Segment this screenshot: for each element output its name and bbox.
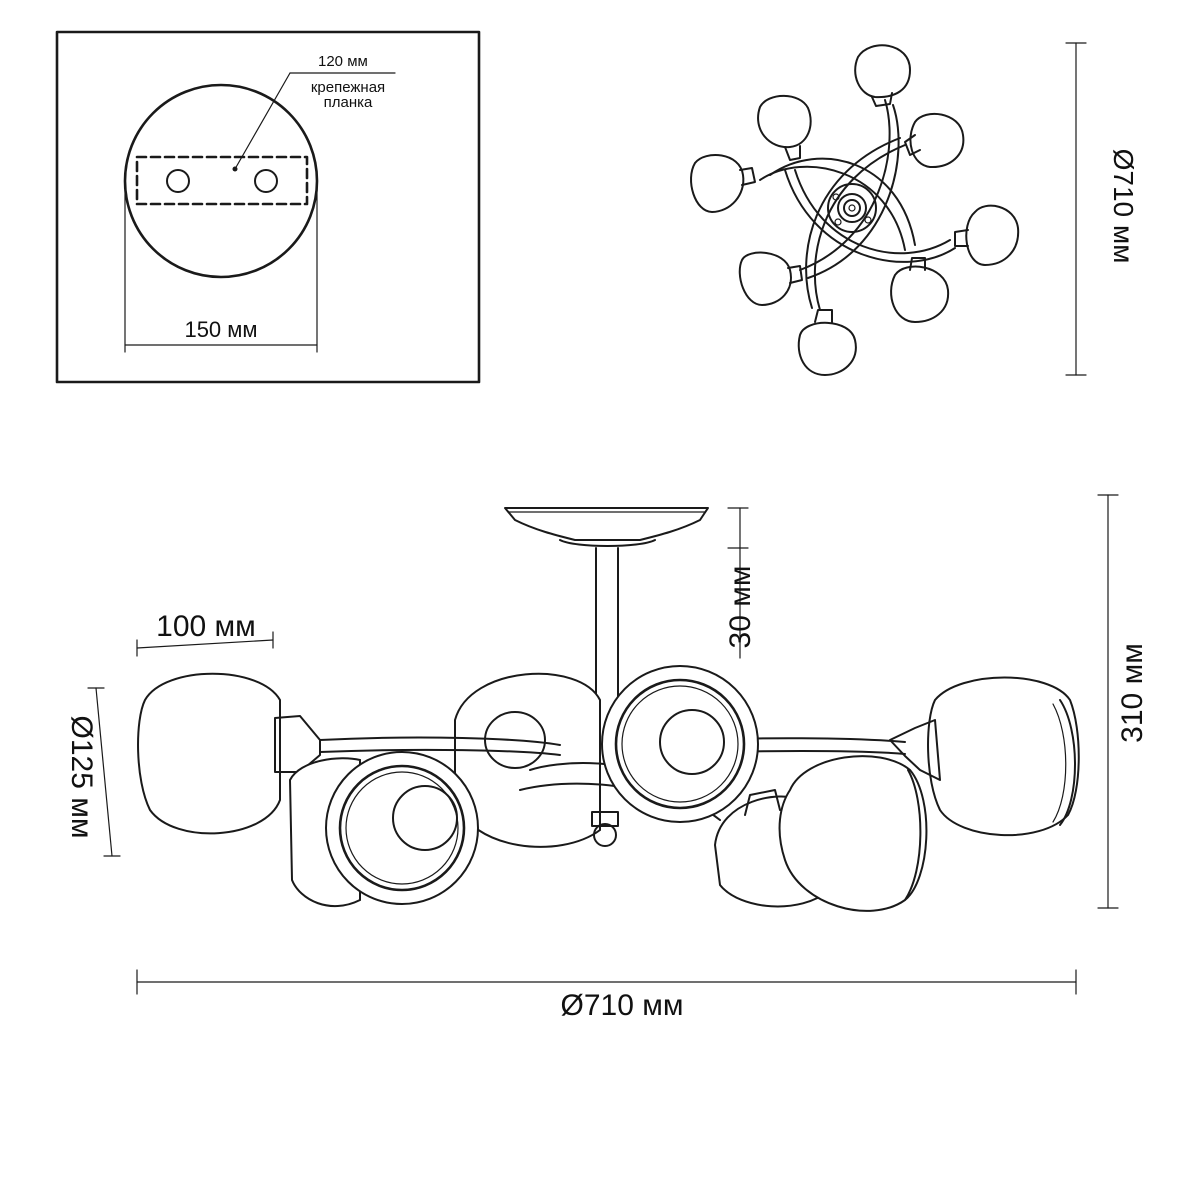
shade-left-front-socket [392,785,458,851]
bar-label-line1: крепежная [311,79,385,96]
canopy-plate-circle [123,83,319,279]
side-arm-left-1 [319,736,561,746]
shade-left-front-rim [338,764,466,892]
shade-right-low-holder [744,789,781,816]
top-shade-7 [890,257,950,324]
hub-screw-3 [834,218,842,226]
finial-ball [593,823,617,847]
shade-right-middle [778,755,928,912]
top-shade-4 [690,154,756,214]
arm-curve-1 [769,157,916,246]
top-view-diameter-label: Ø710 мм [1108,149,1139,264]
side-view: 100 мм Ø125 мм 30 мм 310 мм Ø710 мм [65,494,1149,1022]
hub-middle [837,193,867,223]
shade-center-front [601,665,759,823]
shade-far-right-edge-inner [1052,703,1067,823]
shade-far-left-holder [274,715,321,773]
mounting-bar-dashed [135,155,309,206]
bar-width-label: 120 мм [318,53,368,70]
top-shade-2 [757,94,812,161]
top-shade-1 [854,44,912,107]
arm-curve-3 [794,169,951,255]
canopy-height-label: 30 мм [724,566,757,649]
top-shade-3 [904,113,965,169]
hub-screw-1 [832,193,840,201]
mounting-plate-detail: 120 мм крепежная планка 150 мм [55,30,481,384]
canopy-bottom [559,539,656,547]
shade-far-right [927,676,1080,837]
side-arm-left-2 [319,748,561,756]
shade-far-right-edge [1059,699,1076,826]
shade-back-center [454,672,601,848]
plate-diameter-label: 150 мм [184,317,257,342]
detail-frame [55,30,481,384]
shade-center-front-rim [614,678,746,810]
shade-far-left [137,672,281,835]
screw-hole-left [166,169,190,193]
shade-right-middle-edge [904,769,922,901]
screw-hole-right [254,169,278,193]
shade-back-center-inner [484,711,546,769]
arm-curve-2 [799,99,891,271]
arm-curve-3b [784,169,956,263]
hub-outer [827,183,877,233]
hub-inner [843,199,861,217]
arm-curve-4b [805,137,901,309]
hub-center [848,204,856,212]
total-diameter-label: Ø710 мм [561,989,684,1022]
finial-cap [591,811,619,827]
top-shade-5 [954,204,1020,267]
arm-curve-4 [813,144,906,311]
shade-dia-dim-line [95,687,113,857]
hub-screw-2 [864,216,872,224]
top-shade-6 [738,251,803,307]
arm-curve-2b [807,104,900,279]
shade-far-right-holder [889,719,941,781]
shade-left-front-rim-inner [345,771,459,885]
shade-center-front-rim-inner [621,685,739,803]
top-shade-8 [797,309,857,377]
shade-width-label: 100 мм [156,610,256,643]
bar-label-line2: планка [324,94,373,111]
shade-center-front-socket [659,709,725,775]
canopy [504,507,709,541]
shade-diameter-label: Ø125 мм [65,716,98,839]
top-view: Ø710 мм [690,42,1139,377]
total-height-label: 310 мм [1116,643,1149,743]
label-leader-line [234,72,291,170]
shade-width-dim-line [136,639,274,649]
